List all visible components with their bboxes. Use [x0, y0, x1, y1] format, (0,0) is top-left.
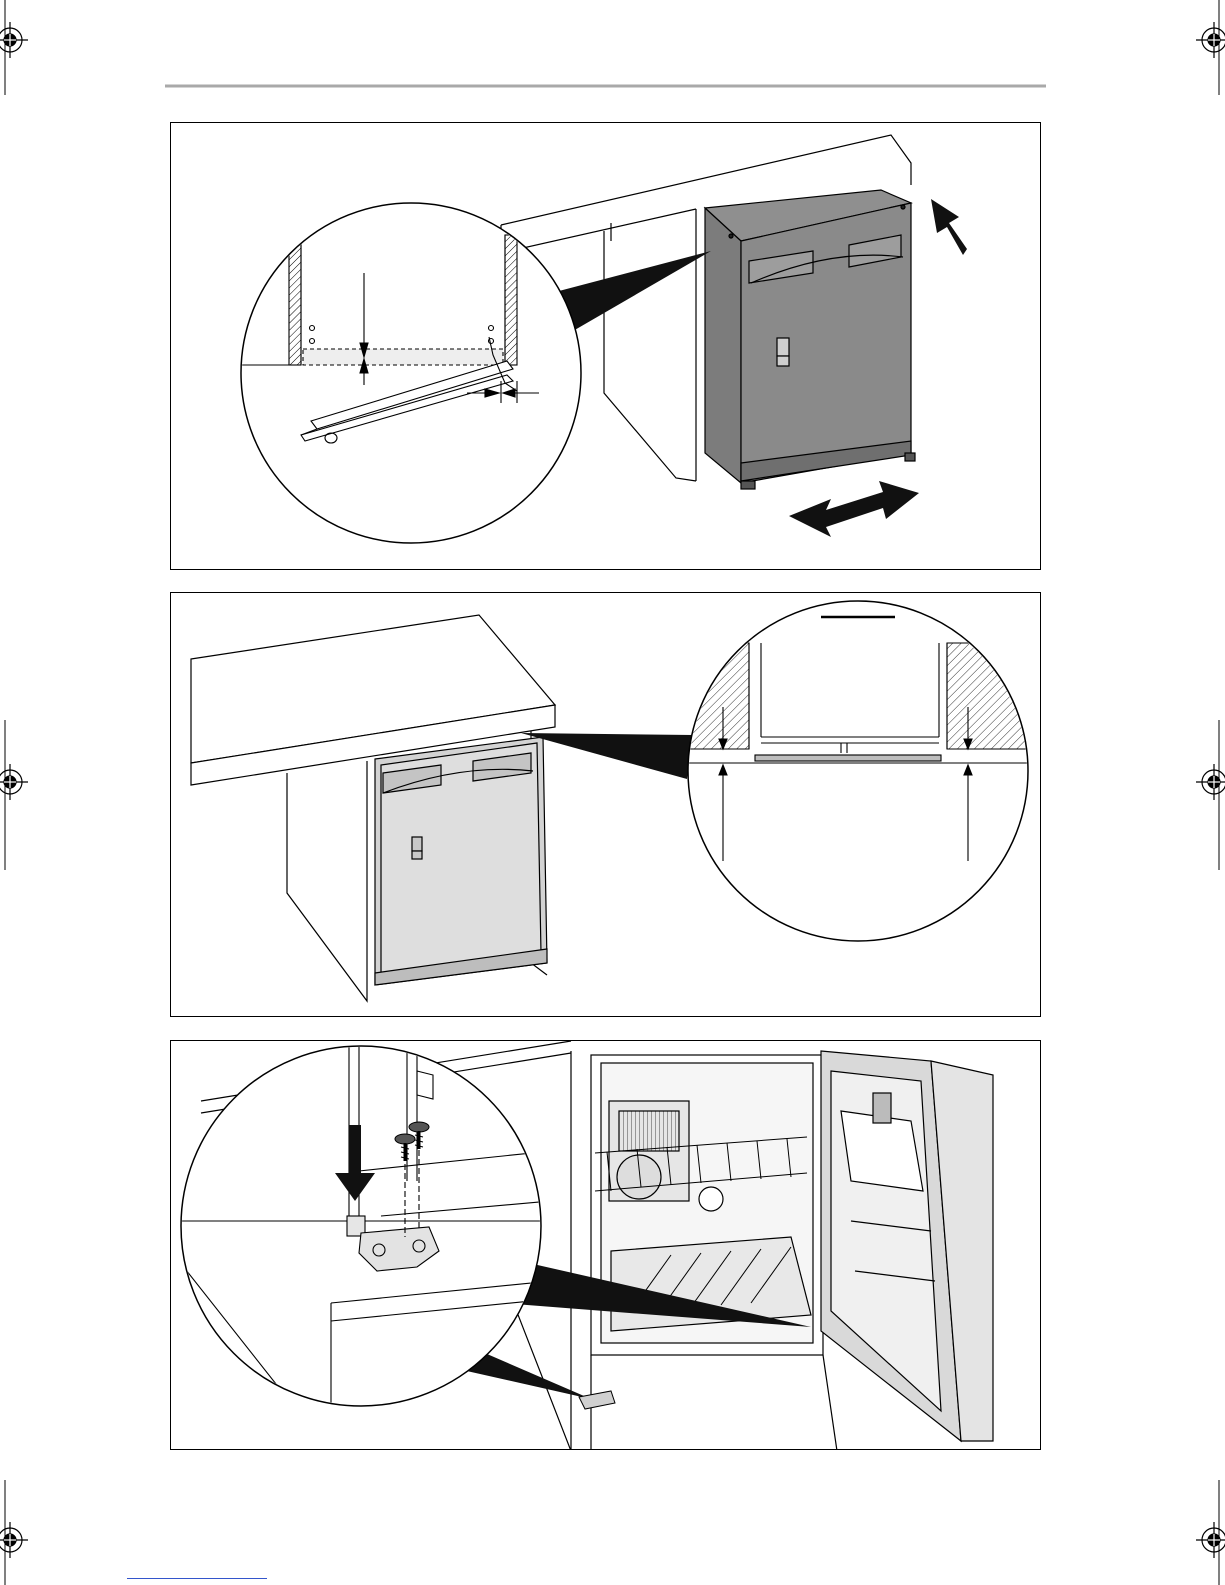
appliance-flush-fit-illustration — [171, 593, 1041, 1017]
detail-circle-icon — [681, 601, 1031, 941]
registration-mark-icon — [0, 22, 28, 58]
appliance-body — [705, 190, 915, 489]
detail-circle-icon — [211, 203, 581, 543]
figure-panel-2 — [170, 592, 1041, 1017]
door-hinge-screws-illustration — [171, 1041, 1041, 1450]
detail-beam — [521, 733, 693, 779]
appliance-slide-in-illustration — [171, 123, 1041, 570]
appliance-front — [375, 737, 547, 985]
registration-mark-icon — [1196, 1522, 1225, 1558]
registration-mark-icon — [0, 764, 28, 800]
figure-panel-1 — [170, 122, 1041, 570]
detail-beam — [559, 251, 711, 331]
registration-mark-icon — [1196, 22, 1225, 58]
footer-link-underline — [127, 1578, 267, 1583]
registration-mark-icon — [0, 1522, 28, 1558]
detail-circle-icon — [171, 1041, 551, 1450]
figure-panel-3 — [170, 1040, 1041, 1450]
double-arrow-icon — [789, 481, 919, 537]
appliance-open-door — [821, 1051, 993, 1441]
hinge-plate — [579, 1391, 615, 1409]
push-arrow-icon — [931, 199, 967, 255]
registration-mark-icon — [1196, 764, 1225, 800]
